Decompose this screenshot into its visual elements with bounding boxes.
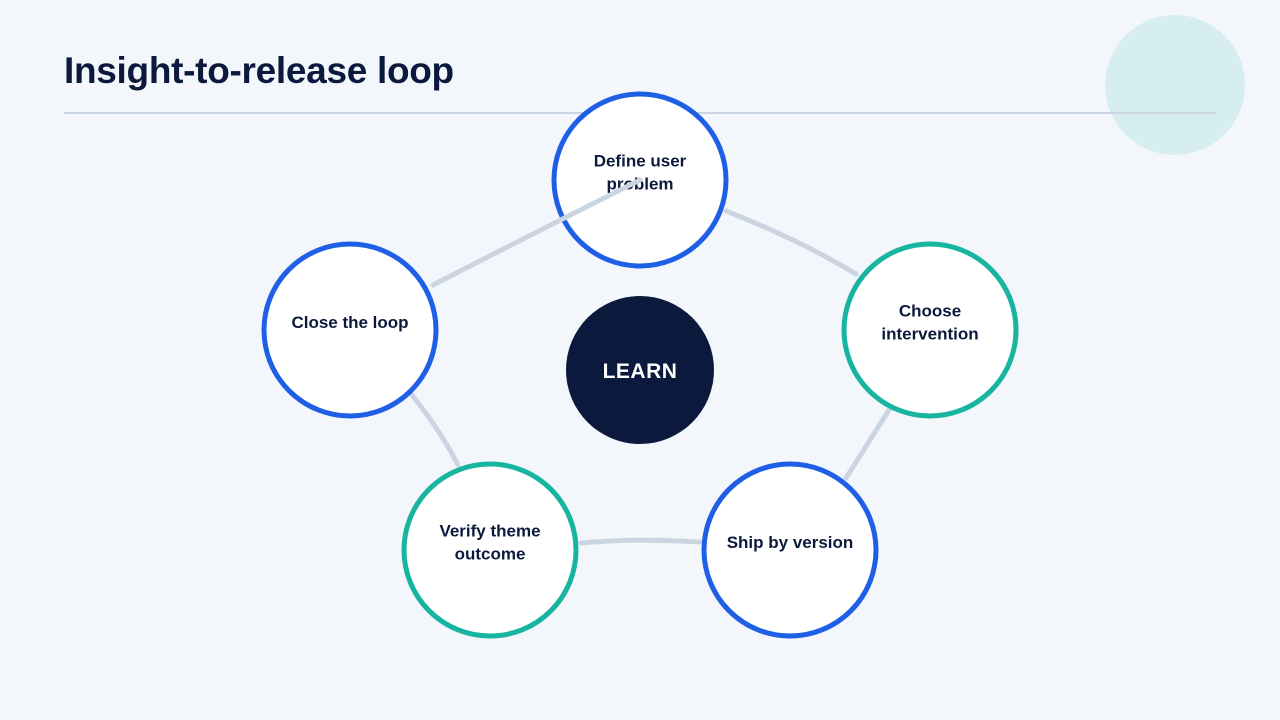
step-label-verify: outcome — [455, 545, 526, 564]
hub-label: LEARN — [603, 360, 678, 383]
connector-arc-5 — [430, 177, 643, 288]
page-title: Insight-to-release loop — [64, 50, 454, 91]
step-label-define: Define user — [594, 152, 687, 171]
step-circle-ship — [701, 461, 879, 639]
step-node-choose: Choose intervention — [841, 241, 1019, 419]
nodes: Define userproblemChooseinterventionShip… — [261, 91, 1019, 639]
connector-arc-4 — [409, 392, 461, 468]
step-label-ship: Ship by version — [727, 533, 854, 552]
step-label-choose: Choose — [899, 302, 961, 321]
connector-arc-1 — [723, 208, 859, 277]
connector-arc-2 — [843, 407, 892, 481]
connector-arc-3 — [578, 537, 703, 546]
step-label-choose: intervention — [881, 325, 978, 344]
step-circle-close — [261, 241, 439, 419]
step-label-close: Close the loop — [291, 313, 408, 332]
step-circle-choose — [841, 241, 1019, 419]
step-label-verify: Verify theme — [439, 522, 540, 541]
connectors — [409, 208, 892, 546]
hub-node: LEARN — [566, 296, 714, 444]
hub-circle — [566, 296, 714, 444]
step-node-close: Close the loop — [261, 241, 439, 419]
step-circle-verify — [401, 461, 579, 639]
decorative-circle — [1105, 15, 1245, 155]
step-node-verify: Verify theme outcome — [401, 461, 579, 639]
step-node-ship: Ship by version — [701, 461, 879, 639]
